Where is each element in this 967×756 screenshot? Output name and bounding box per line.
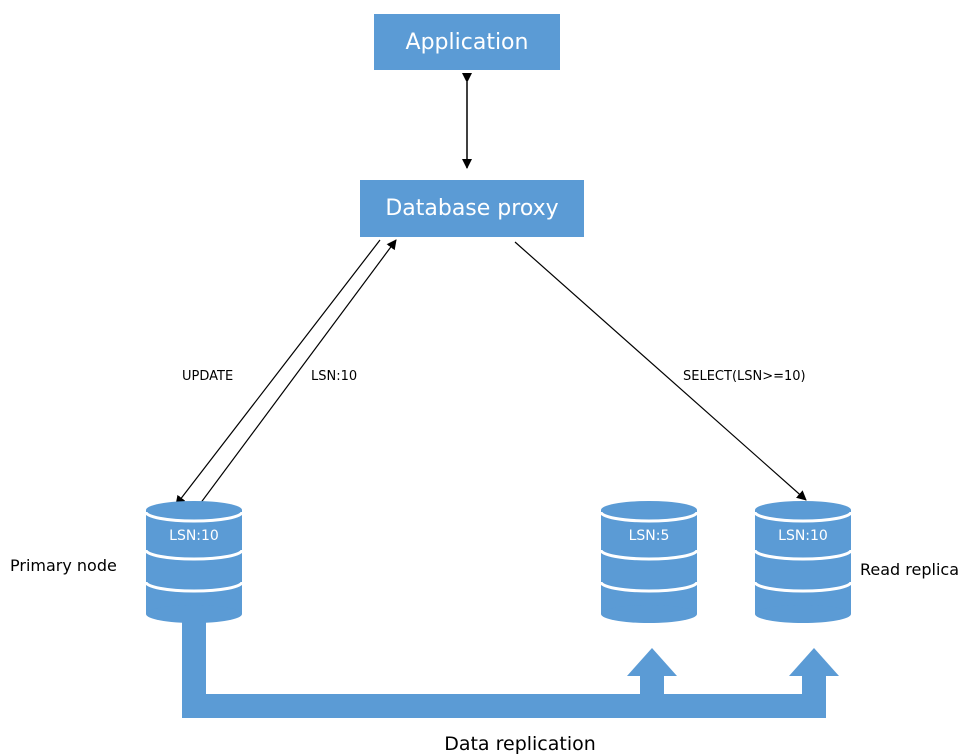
database-icon [599, 501, 699, 623]
database-icon [753, 501, 853, 623]
lsn-return-arrow [193, 239, 397, 513]
database-proxy-label: Database proxy [385, 196, 559, 221]
replication-arrow-read-stem [802, 674, 826, 698]
replica-mid-lsn: LSN:5 [628, 528, 670, 544]
lsn-return-label: LSN:10 [311, 369, 358, 384]
application-label: Application [405, 29, 529, 55]
read-replica-lsn: LSN:10 [778, 528, 828, 544]
read-replica-label: Read replica [860, 560, 960, 579]
replication-arrow-mid-stem [640, 674, 664, 698]
primary-node-label: Primary node [10, 556, 117, 575]
select-arrow [514, 241, 807, 501]
database-proxy-box: Database proxy [360, 180, 584, 237]
replication-arrow-read [789, 648, 839, 676]
application-box: Application [374, 14, 560, 70]
update-label: UPDATE [182, 369, 234, 384]
primary-lsn: LSN:10 [169, 528, 219, 544]
database-icon [144, 501, 244, 623]
select-label: SELECT(LSN>=10) [683, 369, 806, 384]
update-arrow [175, 239, 381, 506]
data-replication-label: Data replication [444, 733, 596, 755]
replication-pipe [182, 610, 826, 718]
replication-arrow-mid [627, 648, 677, 676]
